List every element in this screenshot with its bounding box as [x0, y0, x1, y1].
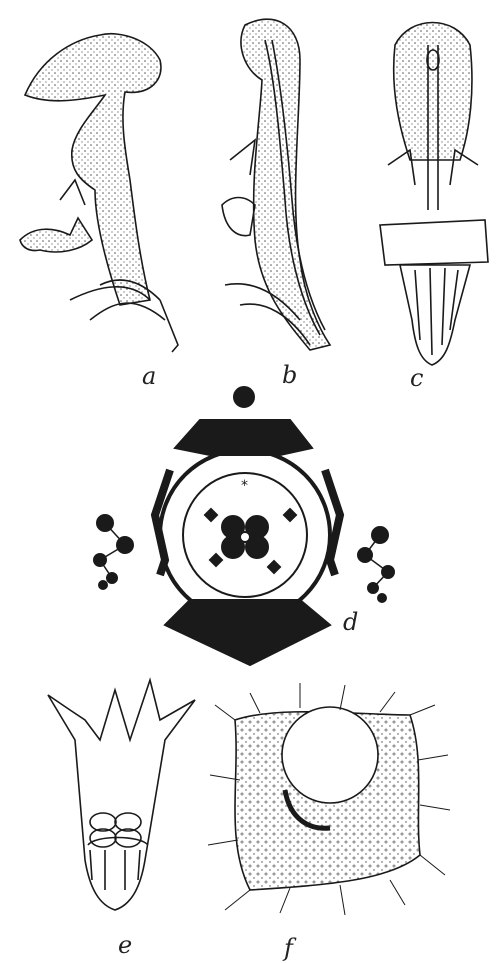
panel-f-nutlet-section: [208, 683, 450, 915]
panel-a-flower-side-view: [20, 34, 178, 352]
panel-e-calyx-with-nutlets: [48, 680, 195, 910]
label-b: b: [282, 363, 297, 387]
panel-b-flower-section: [222, 19, 330, 350]
label-c: c: [410, 366, 423, 390]
panel-c-flower-front-view: [380, 23, 488, 366]
label-e: e: [118, 933, 132, 957]
label-d: d: [343, 610, 358, 634]
svg-text:*: *: [241, 478, 248, 494]
label-f: f: [284, 936, 293, 960]
label-a: a: [142, 364, 156, 388]
